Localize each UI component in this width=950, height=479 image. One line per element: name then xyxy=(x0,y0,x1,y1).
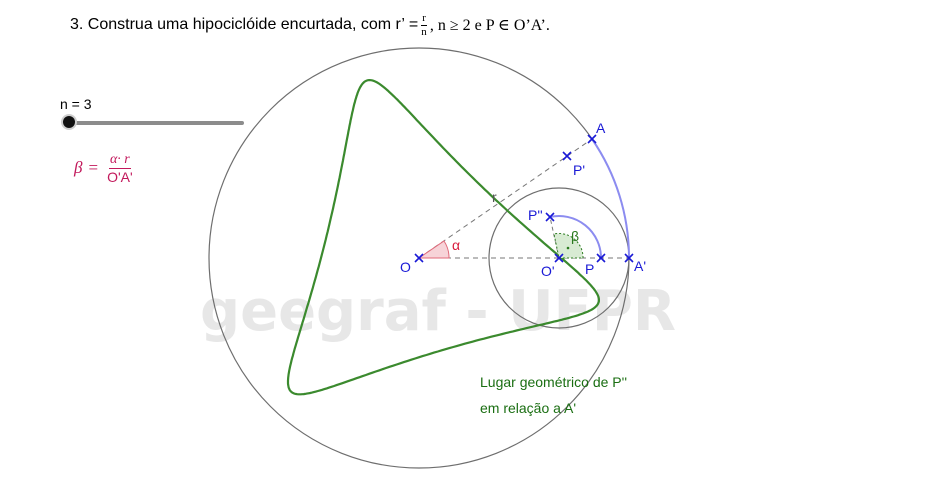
label-Pprime: P' xyxy=(573,162,585,178)
formula-den: O'A' xyxy=(107,168,133,185)
slider-track[interactable] xyxy=(68,121,244,125)
exercise-title: 3. Construa uma hipociclóide encurtada, … xyxy=(70,8,550,42)
watermark: geegraf - UFPR xyxy=(200,279,676,344)
slider-label: n = 3 xyxy=(60,96,92,112)
label-P: P xyxy=(585,261,594,277)
point-A[interactable] xyxy=(587,134,597,144)
title-suffix: , n ≥ 2 e P ∈ O’A’. xyxy=(429,17,550,34)
label-alpha: α xyxy=(452,237,460,253)
angle-alpha-sector xyxy=(417,240,450,259)
locus-label-line1: Lugar geométrico de P'' xyxy=(480,374,627,390)
locus-label-line2: em relação a A' xyxy=(480,400,576,416)
arc-A-Aprime[interactable] xyxy=(591,138,630,259)
point-O[interactable] xyxy=(414,253,424,263)
point-Pprime[interactable] xyxy=(562,151,572,161)
title-fraction-num: r xyxy=(421,11,427,26)
label-Aprime: A' xyxy=(634,258,646,274)
point-P[interactable] xyxy=(596,253,606,263)
label-beta: β xyxy=(571,228,579,244)
label-r: r xyxy=(492,189,497,205)
point-Pdoubleprime[interactable] xyxy=(545,212,555,222)
arc-Pdoubleprime-P[interactable] xyxy=(549,215,602,259)
title-fraction-den: n xyxy=(421,25,427,38)
angle-beta-sector xyxy=(553,232,584,259)
formula-num: α· r xyxy=(108,151,131,169)
title-fraction: r n xyxy=(421,11,427,38)
label-A: A xyxy=(596,120,606,136)
formula-lhs: β xyxy=(74,158,83,177)
point-Aprime[interactable] xyxy=(624,253,634,263)
label-Oprime: O' xyxy=(541,263,555,279)
beta-marker-dot xyxy=(566,246,570,250)
beta-formula: β = α· r O'A' xyxy=(74,148,136,188)
slider-knob[interactable] xyxy=(63,116,75,128)
formula-fraction: α· r O'A' xyxy=(107,151,133,185)
point-Oprime[interactable] xyxy=(554,253,564,263)
label-Pdoubleprime: P'' xyxy=(528,207,543,223)
title-prefix: 3. Construa uma hipociclóide encurtada, … xyxy=(70,16,419,33)
label-O: O xyxy=(400,259,411,275)
n-slider[interactable]: n = 3 xyxy=(60,96,246,132)
locus-curve[interactable] xyxy=(286,79,600,396)
formula-eq: = xyxy=(88,158,99,177)
